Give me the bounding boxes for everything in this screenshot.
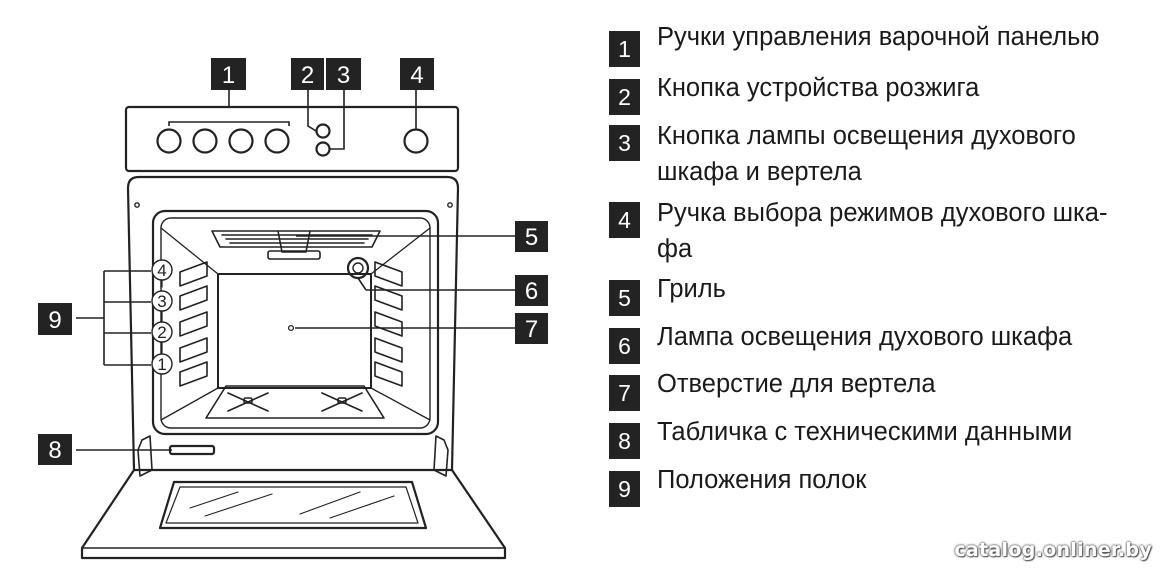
callout-2-label: 2: [301, 62, 314, 89]
legend-item-4: 4 Ручка выбора режимов духового шка- фа: [609, 199, 1107, 267]
callout-8-label: 8: [48, 437, 61, 464]
callout-1: 1: [211, 58, 246, 90]
callout-4-label: 4: [410, 62, 423, 89]
shelf-position-4: 4: [157, 261, 166, 280]
legend-item-8: 8 Табличка с техническими данными: [609, 418, 1072, 459]
shelf-positions: 4 3 2 1: [151, 259, 173, 375]
rating-plate: [168, 444, 216, 456]
shelf-position-3: 3: [157, 292, 166, 311]
hinge-left: [137, 435, 153, 477]
legend-item-2: 2 Кнопка устройства розжига: [609, 74, 979, 115]
legend-badge-5: 5: [609, 280, 640, 316]
legend-text-4: Ручка выбора режимов духового шка- фа: [657, 199, 1108, 263]
grill-element: [211, 230, 381, 260]
callout-7: 7: [515, 313, 548, 344]
legend-badge-3: 3: [609, 125, 640, 161]
legend-text-2: Кнопка устройства розжига: [657, 74, 980, 102]
callout-6-label: 6: [525, 278, 538, 305]
legend-text-6: Лампа освещения духового шкафа: [657, 323, 1073, 351]
side-rails-right: [374, 261, 403, 387]
shelf-position-2: 2: [157, 323, 166, 342]
side-rails-left: [179, 261, 208, 387]
hob-knob-2: [192, 128, 218, 154]
oven-door: [80, 468, 507, 560]
hinge-right: [433, 435, 449, 477]
callout-1-label: 1: [222, 62, 235, 89]
callout-3: 3: [326, 58, 361, 90]
legend-text-9: Положения полок: [657, 466, 867, 494]
callout-2: 2: [291, 58, 324, 90]
legend-item-1: 1 Ручки управления варочной панелью: [609, 23, 1100, 67]
callout-6: 6: [515, 275, 548, 306]
legend-text-5: Гриль: [657, 275, 726, 303]
watermark: catalog.onliner.by: [954, 539, 1152, 561]
callout-9-label: 9: [48, 307, 61, 334]
hob-knob-4: [264, 128, 290, 154]
legend-text-1: Ручки управления варочной панелью: [657, 23, 1100, 51]
oven-mode-knob: [403, 128, 429, 154]
door-window: [158, 480, 428, 530]
shelf-position-1: 1: [157, 355, 166, 374]
legend-badge-7: 7: [609, 375, 640, 411]
oven-diagram: 4 3 2 1 1 2 3 4 5 6 7 8 9: [38, 58, 548, 560]
callout-4: 4: [400, 58, 434, 90]
legend-text-7: Отверстие для вертела: [657, 370, 936, 398]
callout-3-label: 3: [337, 62, 350, 89]
callout-5: 5: [515, 221, 548, 252]
lamp-button: [315, 141, 331, 157]
legend-badge-2: 2: [609, 79, 640, 115]
spit-hole: [287, 324, 295, 332]
legend-item-3: 3 Кнопка лампы освещения духового шкафа …: [609, 122, 1076, 190]
legend-badge-1: 1: [609, 31, 640, 67]
control-panel: [124, 105, 460, 173]
leader-lines: [76, 88, 515, 451]
callout-7-label: 7: [525, 316, 538, 343]
legend-item-5: 5 Гриль: [609, 275, 726, 316]
cavity-back-wall: [217, 273, 372, 389]
legend-item-7: 7 Отверстие для вертела: [609, 370, 936, 411]
hob-knob-1: [156, 128, 182, 154]
legend-badge-6: 6: [609, 328, 640, 364]
oven-body: [126, 175, 460, 472]
callout-5-label: 5: [525, 224, 538, 251]
callout-9: 9: [38, 303, 72, 335]
legend-text-8: Табличка с техническими данными: [657, 418, 1073, 446]
legend-badge-8: 8: [609, 423, 640, 459]
ignition-button: [315, 123, 331, 139]
legend-item-9: 9 Положения полок: [609, 466, 866, 507]
oven-cavity: [151, 209, 440, 436]
legend-badge-9: 9: [609, 471, 640, 507]
hob-knob-3: [228, 128, 254, 154]
legend-text-3: Кнопка лампы освещения духового шкафа и …: [657, 122, 1076, 186]
callout-8: 8: [38, 434, 72, 465]
legend-item-6: 6 Лампа освещения духового шкафа: [609, 323, 1072, 364]
legend-badge-4: 4: [609, 202, 640, 238]
bottom-burner: [205, 385, 385, 419]
